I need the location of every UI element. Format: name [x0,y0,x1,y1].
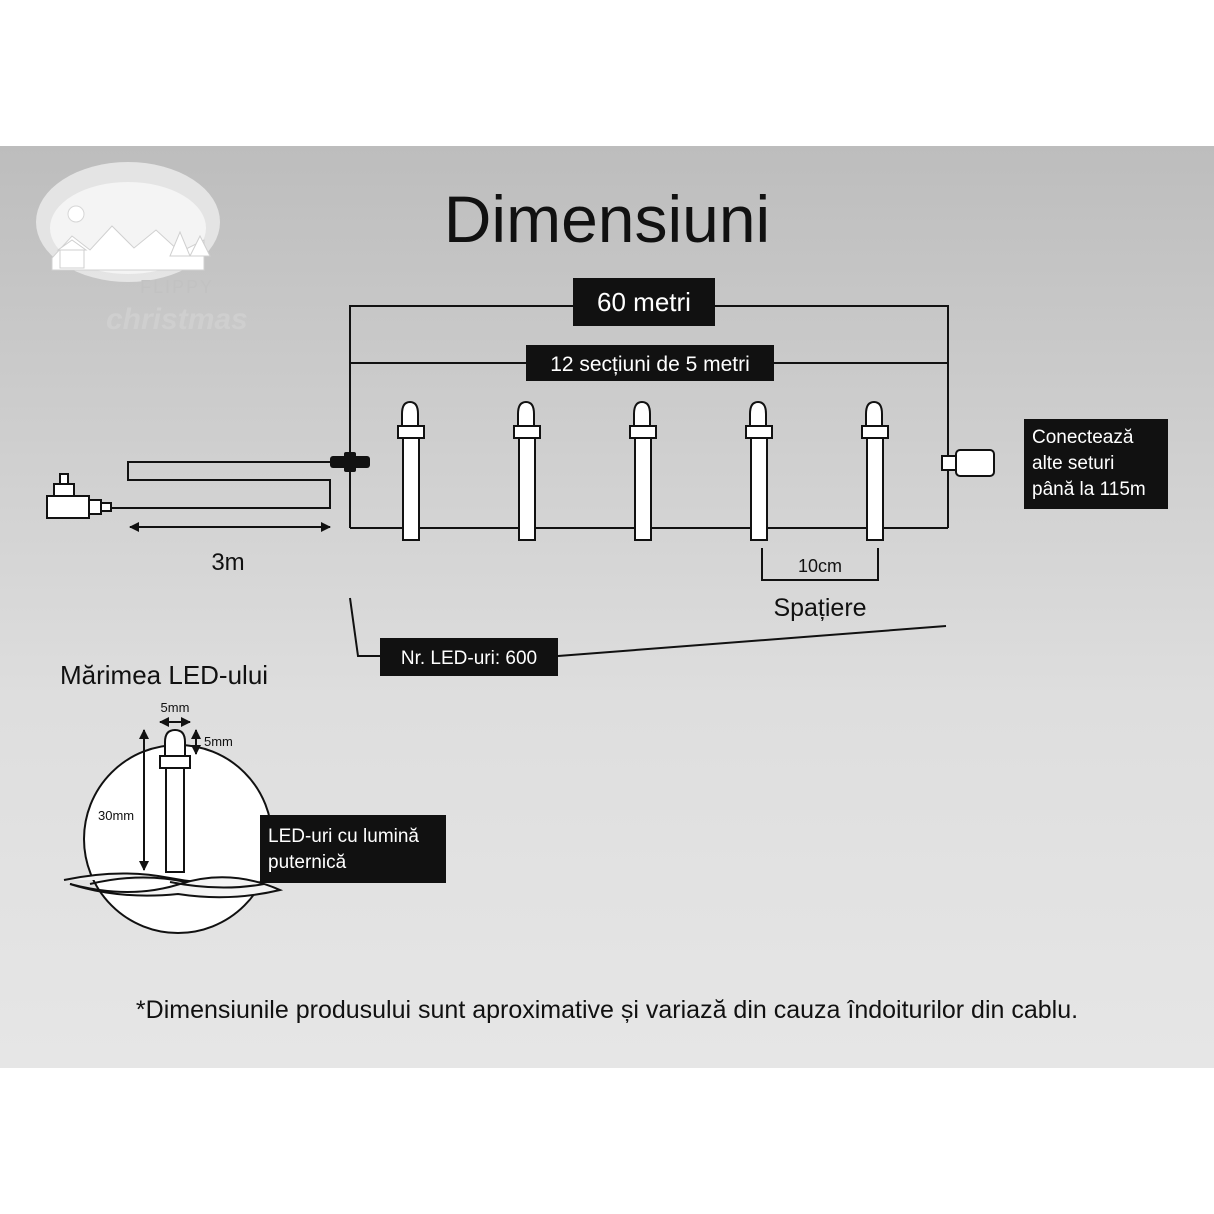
connect-label-line1: Conectează [1032,427,1134,448]
led-count-label: Nr. LED-uri: 600 [401,648,537,669]
led-2 [513,400,541,541]
spacing-label: Spațiere [773,594,866,622]
sections-label: 12 secțiuni de 5 metri [550,353,750,376]
led-3 [629,400,657,541]
total-length-box [573,278,715,326]
page-title: Dimensiuni [444,182,770,256]
total-length-label: 60 metri [597,287,691,317]
brand-logo: FLIPPY christmas [36,162,248,336]
spacing-value: 10cm [798,556,842,576]
led-1 [397,400,425,541]
braided-cable [63,872,284,899]
dim-head-label: 5mm [204,734,233,749]
led-5 [861,400,889,541]
lead-length-label: 3m [211,549,244,576]
logo-brand-bottom: christmas [106,303,248,336]
power-adapter-icon [46,473,112,519]
led-detail [159,728,191,873]
footnote: *Dimensiunile produsului sunt aproximati… [136,996,1078,1024]
logo-brand-top: FLIPPY [140,277,214,297]
led-4 [745,400,773,541]
bright-label-line1: LED-uri cu lumină [268,826,419,847]
led-size-title: Mărimea LED-ului [60,660,268,690]
connect-label-line2: alte seturi [1032,453,1114,474]
led-count-box [380,638,558,676]
sections-box [526,345,774,381]
connect-label-line3: până la 115m [1032,479,1146,500]
end-connector [941,449,995,477]
connect-box [1024,419,1168,509]
bright-label-line2: puternică [268,852,347,873]
bright-box [260,815,446,883]
dim-height-label: 30mm [98,808,134,823]
dim-width-label: 5mm [161,700,190,715]
